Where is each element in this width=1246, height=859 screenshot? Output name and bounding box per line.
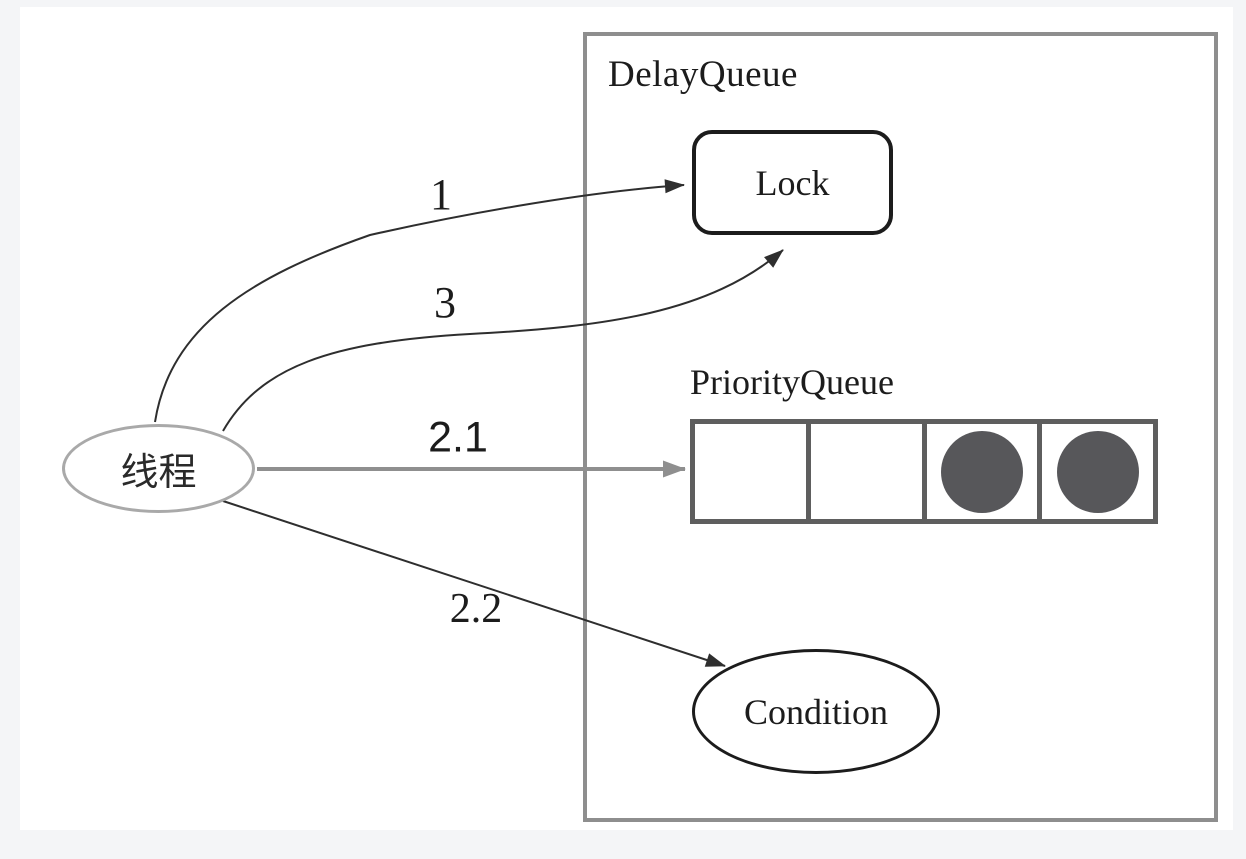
- queue-cell: [1037, 424, 1153, 519]
- queue-cell: [805, 424, 922, 519]
- queue-cell: [695, 424, 806, 519]
- lock-node: Lock: [692, 130, 893, 235]
- diagram-panel: DelayQueue Lock PriorityQueue Condition …: [20, 7, 1233, 830]
- lock-label: Lock: [755, 162, 830, 203]
- priorityqueue-label: PriorityQueue: [690, 362, 894, 402]
- arrow-label-2-1: 2.1: [428, 413, 488, 462]
- priorityqueue-cells: [690, 419, 1158, 524]
- queue-cell: [921, 424, 1038, 519]
- condition-node: Condition: [692, 649, 940, 774]
- queue-item-circle: [1056, 430, 1139, 513]
- arrow-label-1: 1: [430, 170, 452, 219]
- condition-label: Condition: [743, 691, 889, 732]
- thread-label: 线程: [120, 452, 197, 494]
- queue-item-circle: [940, 430, 1023, 513]
- arrow-label-2-2: 2.2: [449, 586, 503, 632]
- thread-node: 线程: [62, 424, 255, 513]
- delayqueue-label: DelayQueue: [608, 54, 798, 95]
- arrow-label-3: 3: [434, 278, 456, 327]
